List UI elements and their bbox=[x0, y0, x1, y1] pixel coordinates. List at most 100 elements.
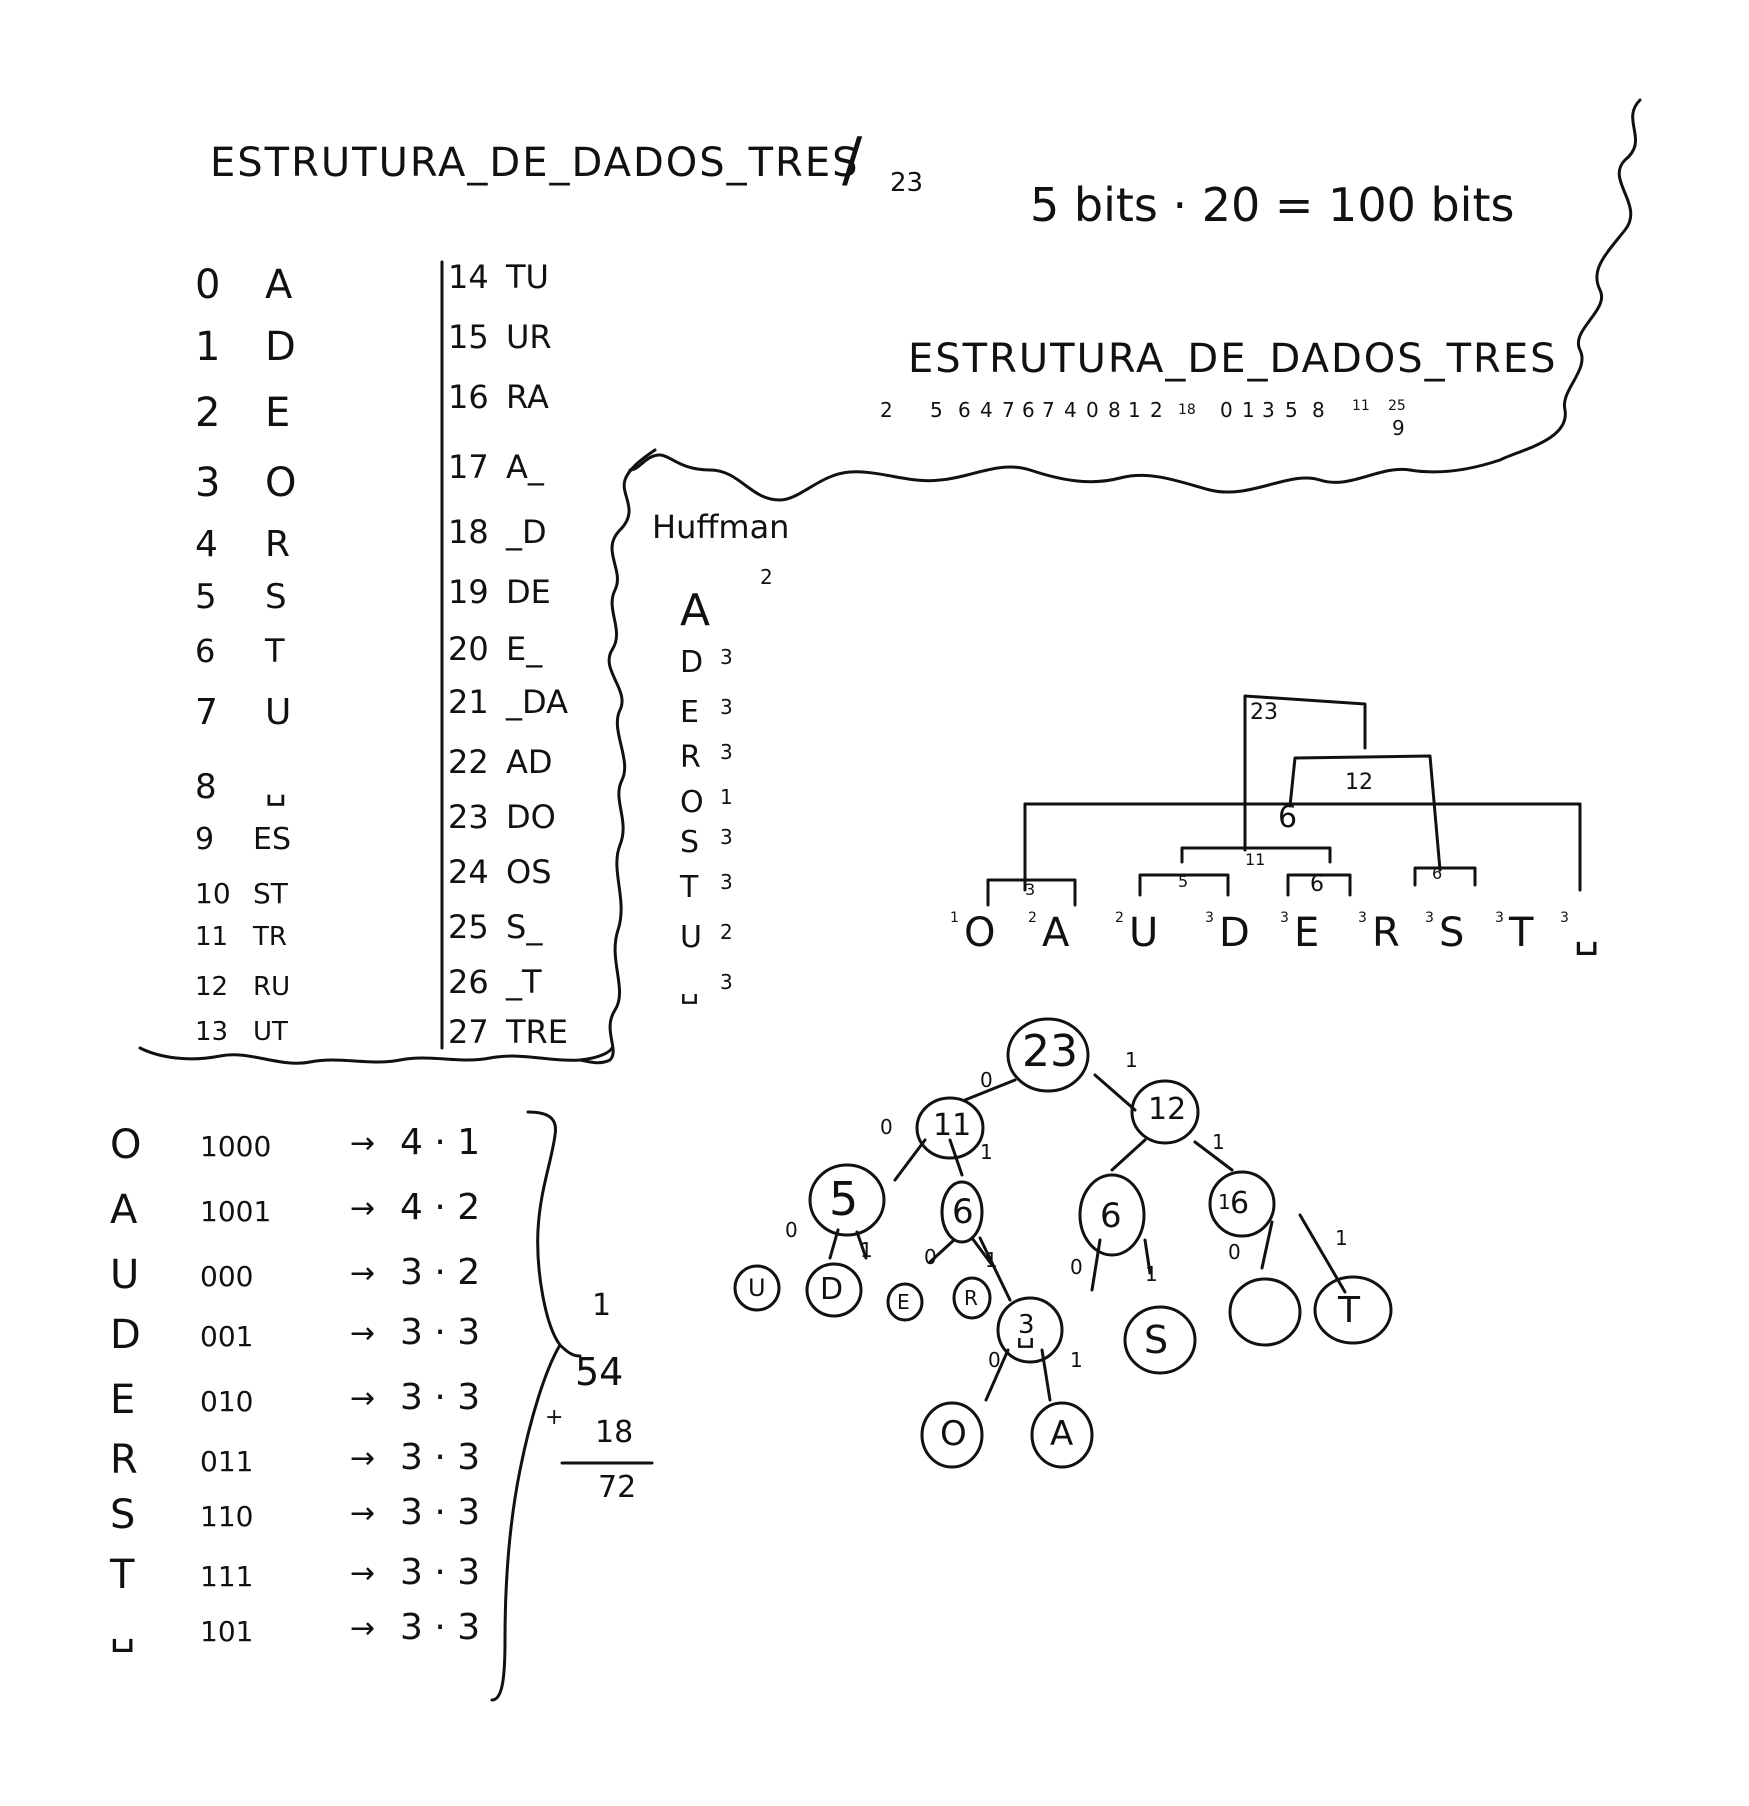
lzw-code: 3 bbox=[1262, 398, 1275, 422]
huffman-title: Huffman bbox=[652, 508, 790, 546]
dictionary-entry: S bbox=[265, 577, 287, 617]
tree-leaf-o: O bbox=[940, 1414, 967, 1454]
code-calc: 3 · 2 bbox=[400, 1252, 481, 1293]
tree-edge-one: 1 bbox=[1335, 1226, 1348, 1250]
lzw-code: 9 bbox=[1392, 416, 1405, 440]
dictionary-code: 18 bbox=[448, 513, 489, 551]
code-calc: 3 · 3 bbox=[400, 1377, 481, 1418]
code-bits: 010 bbox=[200, 1385, 254, 1418]
code-symbol: T bbox=[110, 1552, 135, 1598]
dictionary-code: 20 bbox=[448, 630, 489, 668]
arrow-icon: → bbox=[350, 1191, 376, 1226]
arrow-icon: → bbox=[350, 1316, 376, 1351]
code-bits: 101 bbox=[200, 1615, 254, 1648]
lzw-code: 0 bbox=[1086, 398, 1099, 422]
tree-edge-one: 1 bbox=[1125, 1048, 1138, 1072]
dictionary-entry: A bbox=[265, 262, 293, 308]
tree-edge-one: 1 bbox=[985, 1248, 998, 1272]
merge-leaf-symbol: E bbox=[1294, 910, 1320, 956]
tree-edge-zero: 0 bbox=[1070, 1255, 1083, 1279]
lzw-code: 6 bbox=[958, 398, 971, 422]
lzw-code: 6 bbox=[1022, 398, 1035, 422]
merge-leaf-count: 3 bbox=[1425, 910, 1434, 926]
merge-leaf-count: 3 bbox=[1280, 910, 1289, 926]
title-phrase: ESTRUTURA_DE_DADOS_TRES bbox=[210, 140, 860, 186]
code-symbol: U bbox=[110, 1252, 140, 1298]
dictionary-code: 21 bbox=[448, 683, 489, 721]
code-calc: 3 · 3 bbox=[400, 1607, 481, 1648]
tree-leaf-d: D bbox=[820, 1272, 844, 1307]
code-symbol: O bbox=[110, 1122, 142, 1168]
code-symbol: D bbox=[110, 1312, 141, 1358]
frequency-count: 3 bbox=[720, 870, 733, 894]
tree-node-12: 12 bbox=[1148, 1092, 1187, 1127]
merge-leaf-count: 1 bbox=[950, 910, 959, 926]
dictionary-code: 24 bbox=[448, 853, 489, 891]
frequency-count: 3 bbox=[720, 825, 733, 849]
tree-circles bbox=[733, 1017, 1393, 1469]
dictionary-code: 14 bbox=[448, 258, 489, 296]
merge-bracket-11 bbox=[1180, 846, 1332, 864]
merge-leaf-symbol: D bbox=[1219, 910, 1250, 956]
code-bits: 110 bbox=[200, 1500, 254, 1533]
lzw-code: 11 bbox=[1352, 398, 1370, 414]
wavy-boundary-right bbox=[628, 98, 1642, 502]
tree-node-6b: 6 bbox=[1100, 1196, 1122, 1236]
dictionary-entry: E_ bbox=[506, 630, 543, 668]
merge-sum: 12 bbox=[1345, 770, 1373, 795]
codes-brace bbox=[490, 1110, 582, 1702]
frequency-count: 3 bbox=[720, 695, 733, 719]
dictionary-code: 27 bbox=[448, 1013, 489, 1051]
arrow-icon: → bbox=[350, 1256, 376, 1291]
dictionary-entry: OS bbox=[506, 853, 552, 891]
wavy-boundary-bottom bbox=[138, 1046, 614, 1065]
dictionary-entry: O bbox=[265, 460, 297, 506]
code-bits: 000 bbox=[200, 1260, 254, 1293]
dictionary-entry: ␣ bbox=[265, 767, 287, 807]
dictionary-entry: T bbox=[265, 632, 285, 670]
dictionary-code: 2 bbox=[195, 390, 221, 436]
tree-edge-one: 1 bbox=[860, 1238, 873, 1262]
lzw-code: 1 bbox=[1242, 398, 1255, 422]
dictionary-code: 26 bbox=[448, 963, 489, 1001]
lzw-code: 5 bbox=[1285, 398, 1298, 422]
dictionary-entry: DO bbox=[506, 798, 556, 836]
dictionary-entry: DE bbox=[506, 573, 551, 611]
merge-leaf-count: 3 bbox=[1495, 910, 1504, 926]
merge-bracket-23 bbox=[1243, 694, 1367, 852]
merge-leaf-symbol: A bbox=[1042, 910, 1070, 956]
dictionary-code: 15 bbox=[448, 318, 489, 356]
arrow-icon: → bbox=[350, 1611, 376, 1646]
dictionary-entry: TRE bbox=[506, 1013, 568, 1051]
dictionary-entry: _DA bbox=[506, 683, 568, 721]
tree-leaf-a: A bbox=[1050, 1414, 1074, 1454]
dictionary-code: 5 bbox=[195, 577, 217, 617]
sum-carry: 1 bbox=[592, 1288, 612, 1323]
frequency-symbol: S bbox=[680, 825, 700, 860]
lzw-code: 8 bbox=[1312, 398, 1325, 422]
lzw-code: 7 bbox=[1042, 398, 1055, 422]
code-calc: 4 · 2 bbox=[400, 1187, 481, 1228]
dictionary-code: 23 bbox=[448, 798, 489, 836]
merge-leaf-count: 3 bbox=[1560, 910, 1569, 926]
code-calc: 3 · 3 bbox=[400, 1312, 481, 1353]
dictionary-code: 11 bbox=[195, 922, 229, 952]
frequency-symbol: R bbox=[680, 740, 701, 775]
dictionary-code: 7 bbox=[195, 692, 218, 733]
code-bits: 001 bbox=[200, 1320, 254, 1353]
frequency-count: 2 bbox=[760, 565, 773, 589]
lzw-code: 18 bbox=[1178, 402, 1196, 418]
merge-sum: 23 bbox=[1250, 700, 1278, 725]
frequency-count: 3 bbox=[720, 645, 733, 669]
code-symbol: ␣ bbox=[110, 1607, 136, 1653]
tree-leaf-space: ␣ bbox=[1016, 1314, 1036, 1349]
code-calc: 3 · 3 bbox=[400, 1437, 481, 1478]
dictionary-code: 3 bbox=[195, 460, 221, 506]
dictionary-code: 22 bbox=[448, 743, 489, 781]
dictionary-entry: UT bbox=[253, 1017, 288, 1047]
